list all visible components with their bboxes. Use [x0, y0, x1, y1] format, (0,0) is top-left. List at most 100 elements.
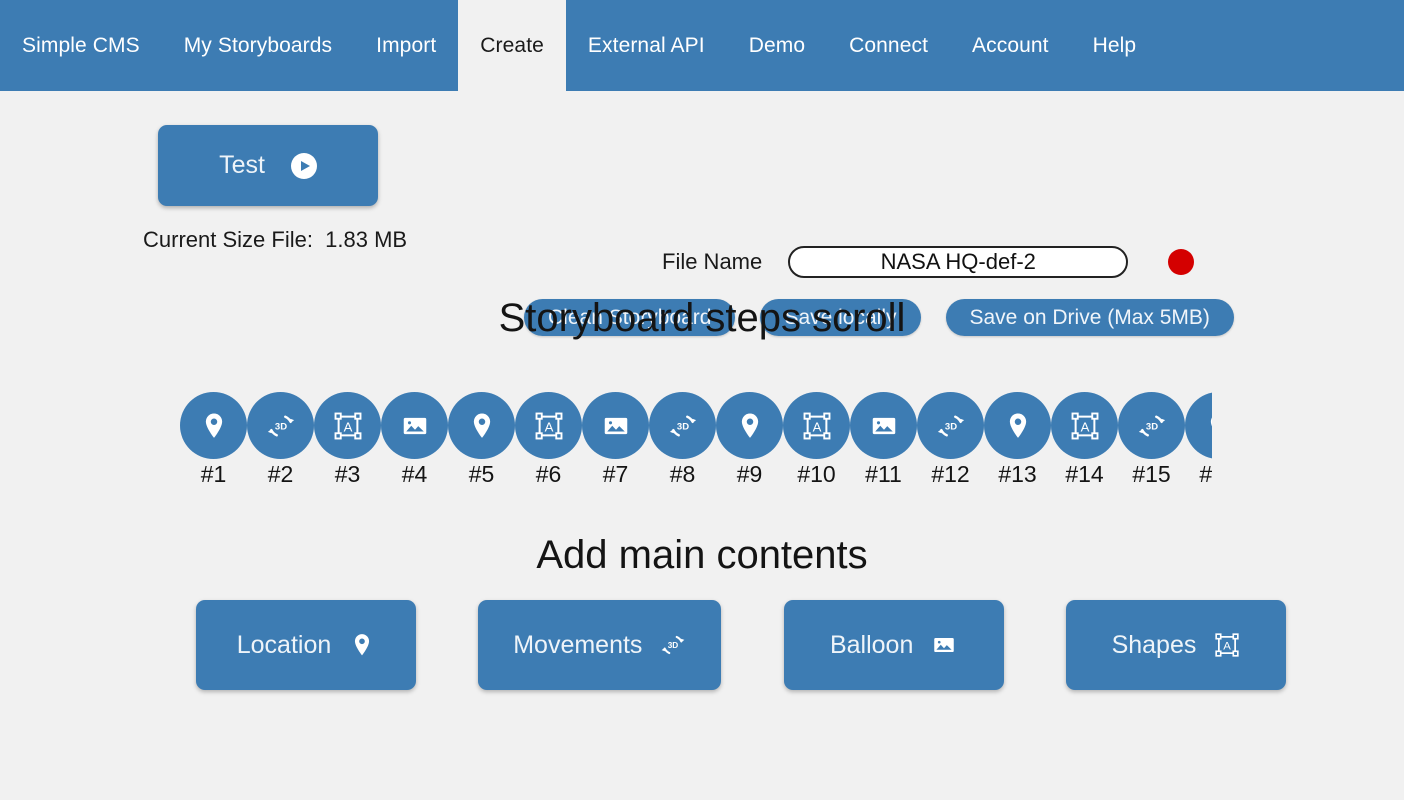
image-icon[interactable] — [381, 392, 448, 459]
storyboard-step[interactable]: 3D #2 — [247, 392, 314, 486]
nav-item-label: Connect — [849, 33, 929, 57]
current-size-file-text: Current Size File: 1.83 MB — [143, 227, 408, 252]
storyboard-step[interactable]: #5 — [448, 392, 515, 486]
location-pin-icon[interactable] — [984, 392, 1051, 459]
rotate-3d-icon[interactable]: 3D — [917, 392, 984, 459]
storyboard-step[interactable]: A #6 — [515, 392, 582, 486]
location-pin-icon[interactable] — [716, 392, 783, 459]
shapes-icon[interactable]: A — [1051, 392, 1118, 459]
storyboard-step[interactable]: A#3 — [314, 392, 381, 486]
location-pin-icon — [349, 632, 375, 658]
file-name-row: File Name — [662, 246, 1195, 278]
svg-text:3D: 3D — [1145, 421, 1157, 432]
nav-item-label: Import — [376, 33, 437, 57]
save-actions-row: Clean Storyboard Save locally Save on Dr… — [524, 299, 1234, 336]
storyboard-step[interactable]: #4 — [381, 392, 448, 486]
storyboard-step[interactable]: #1 — [180, 392, 247, 486]
nav-item-label: Create — [480, 33, 544, 57]
storyboard-step[interactable]: A#10 — [783, 392, 850, 486]
add-shapes-button[interactable]: Shapes A — [1065, 600, 1286, 690]
rotate-3d-icon[interactable]: 3D — [247, 392, 314, 459]
nav-item-label: Demo — [748, 33, 806, 57]
storyboard-step[interactable]: 3D #15 — [1118, 392, 1185, 486]
storyboard-step-label: #1 — [200, 461, 227, 487]
nav-item-connect[interactable]: Connect — [827, 0, 951, 91]
nav-item-help[interactable]: Help — [1070, 0, 1159, 91]
storyboard-step[interactable]: A #14 — [1051, 392, 1118, 486]
shapes-icon: A — [1214, 632, 1240, 658]
nav-item-label: External API — [587, 33, 705, 57]
toolbar-area: Test Current Size File: 1.83 MB File Nam… — [0, 91, 1404, 336]
location-pin-icon[interactable] — [448, 392, 515, 459]
storyboard-step-label: #12 — [931, 461, 970, 487]
storyboard-step[interactable]: 3D #12 — [917, 392, 984, 486]
svg-text:A: A — [1080, 419, 1089, 434]
svg-text:3D: 3D — [676, 421, 688, 432]
nav-item-demo[interactable]: Demo — [726, 0, 828, 91]
image-icon[interactable] — [582, 392, 649, 459]
storyboard-step-label: #6 — [535, 461, 562, 487]
location-pin-icon[interactable] — [1185, 392, 1212, 459]
storyboard-step-label: #16 — [1199, 461, 1212, 487]
storyboard-step-label: #8 — [669, 461, 696, 487]
location-pin-icon[interactable] — [180, 392, 247, 459]
shapes-icon[interactable]: A — [515, 392, 582, 459]
nav-item-my-storyboards[interactable]: My Storyboards — [161, 0, 355, 91]
nav-item-simple-cms[interactable]: Simple CMS — [0, 0, 162, 91]
storyboard-step[interactable]: #7 — [582, 392, 649, 486]
storyboard-step-label: #11 — [865, 461, 902, 487]
nav-item-import[interactable]: Import — [354, 0, 459, 91]
svg-text:3D: 3D — [944, 421, 956, 432]
add-movements-label: Movements — [513, 630, 643, 659]
nav-spacer — [1158, 0, 1404, 91]
status-indicator-dot — [1168, 249, 1195, 275]
storyboard-step[interactable]: #9 — [716, 392, 783, 486]
storyboard-step-label: #14 — [1065, 461, 1104, 487]
shapes-icon[interactable]: A — [314, 392, 381, 459]
test-button[interactable]: Test — [158, 125, 378, 206]
storyboard-step[interactable]: #11 — [850, 392, 917, 486]
add-movements-button[interactable]: Movements 3D — [478, 600, 722, 690]
save-on-drive-button[interactable]: Save on Drive (Max 5MB) — [945, 299, 1234, 336]
storyboard-step-label: #7 — [602, 461, 629, 487]
nav-item-account[interactable]: Account — [950, 0, 1071, 91]
image-icon[interactable] — [850, 392, 917, 459]
image-icon — [931, 632, 957, 658]
nav-item-create[interactable]: Create — [458, 0, 566, 91]
add-main-contents-row: Location Movements 3D Balloon Shapes A — [196, 600, 1286, 690]
nav-item-label: Simple CMS — [22, 33, 140, 57]
svg-text:A: A — [1224, 641, 1232, 653]
file-name-label: File Name — [662, 249, 763, 274]
storyboard-step-label: #9 — [736, 461, 763, 487]
add-main-contents-title: Add main contents — [536, 533, 868, 577]
shapes-icon[interactable]: A — [783, 392, 850, 459]
nav-item-external-api[interactable]: External API — [565, 0, 727, 91]
storyboard-step-label: #5 — [468, 461, 495, 487]
rotate-3d-icon[interactable]: 3D — [649, 392, 716, 459]
add-location-button[interactable]: Location — [196, 600, 416, 690]
save-locally-button[interactable]: Save locally — [760, 299, 921, 336]
storyboard-step-label: #2 — [267, 461, 294, 487]
main-navigation: Simple CMS My Storyboards Import Create … — [0, 0, 1404, 91]
storyboard-step-label: #13 — [998, 461, 1037, 487]
svg-text:A: A — [544, 419, 553, 434]
storyboard-steps-track: #1 3D #2 A#3#4 #5 A #6 #7 3D #8 #9 A#10 #11 3D #12 #13 A… — [180, 392, 1212, 486]
rotate-3d-icon[interactable]: 3D — [1118, 392, 1185, 459]
file-name-input[interactable] — [788, 246, 1129, 278]
add-location-label: Location — [236, 630, 332, 659]
add-balloon-label: Balloon — [829, 630, 914, 659]
storyboard-step[interactable]: 3D #8 — [649, 392, 716, 486]
svg-text:3D: 3D — [274, 421, 286, 432]
storyboard-step[interactable]: #13 — [984, 392, 1051, 486]
nav-item-label: Help — [1092, 33, 1137, 57]
play-icon — [290, 152, 317, 179]
storyboard-step[interactable]: #16 — [1185, 392, 1212, 486]
storyboard-step-label: #15 — [1132, 461, 1171, 487]
nav-item-label: Account — [972, 33, 1049, 57]
clean-storyboard-button[interactable]: Clean Storyboard — [524, 299, 736, 336]
add-balloon-button[interactable]: Balloon — [783, 600, 1004, 690]
test-button-label: Test — [219, 151, 265, 179]
storyboard-steps-scroll[interactable]: #1 3D #2 A#3#4 #5 A #6 #7 3D #8 #9 A#10 #11 3D #12 #13 A… — [180, 392, 1212, 494]
storyboard-steps-title: Storyboard steps scroll — [498, 296, 906, 340]
svg-text:A: A — [343, 419, 352, 434]
